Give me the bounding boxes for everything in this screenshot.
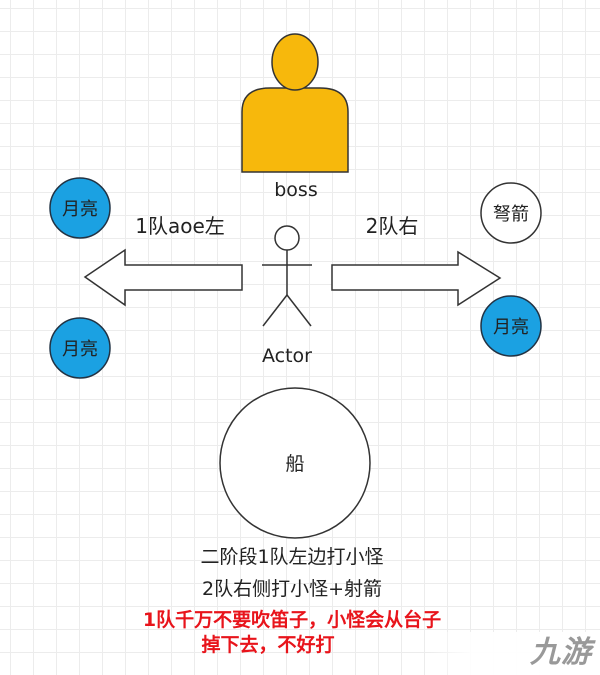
actor-stick-figure bbox=[262, 225, 312, 327]
note-line-1: 二阶段1队左边打小怪 bbox=[200, 546, 383, 568]
moon-circle-left-bottom: 月亮 bbox=[49, 317, 111, 379]
moon-label: 月亮 bbox=[62, 339, 98, 360]
right-arrow bbox=[331, 250, 502, 307]
crossbow-circle: 弩箭 bbox=[480, 182, 542, 244]
right-team-label: 2队右 bbox=[366, 214, 419, 238]
watermark-logo: 九游 bbox=[530, 635, 592, 670]
watermark: 九游 bbox=[430, 632, 600, 675]
ship-label: 船 bbox=[285, 453, 304, 475]
moon-circle-left-top: 月亮 bbox=[49, 177, 111, 239]
note-line-2: 2队右侧打小怪+射箭 bbox=[202, 578, 382, 600]
boss-figure bbox=[241, 33, 349, 173]
moon-label: 月亮 bbox=[493, 317, 529, 338]
moon-circle-right: 月亮 bbox=[480, 295, 542, 357]
boss-label: boss bbox=[274, 179, 317, 201]
ship-circle: 船 bbox=[219, 387, 371, 539]
crossbow-label: 弩箭 bbox=[493, 204, 529, 225]
warning-line-2: 掉下去，不好打 bbox=[201, 633, 334, 656]
left-arrow bbox=[83, 248, 243, 307]
moon-label: 月亮 bbox=[62, 199, 98, 220]
left-team-label: 1队aoe左 bbox=[135, 214, 225, 238]
warning-line-1: 1队千万不要吹笛子，小怪会从台子 bbox=[143, 608, 441, 631]
actor-label: Actor bbox=[262, 345, 312, 367]
